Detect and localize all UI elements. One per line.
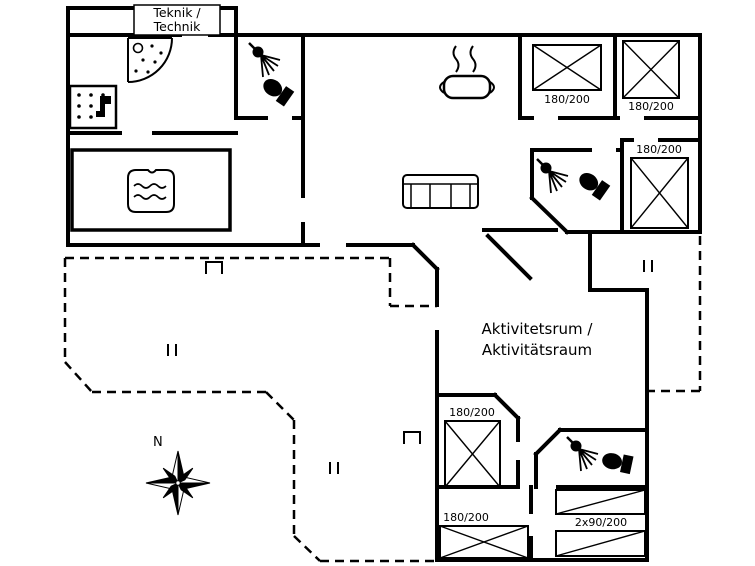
bed-size-label: 180/200 [636, 143, 682, 156]
teknik-label-line1: Teknik / [152, 5, 201, 20]
bed-size-label: 180/200 [449, 406, 495, 419]
bed-icon [622, 40, 680, 99]
shower-icon [566, 436, 599, 472]
teknik-label-line2: Technik [153, 19, 201, 34]
toilet-icon [579, 172, 611, 201]
bed-icon [555, 530, 646, 557]
stove-pot-icon [439, 45, 495, 100]
compass-rose-icon: N [145, 435, 211, 516]
terrace-outline [63, 236, 702, 563]
bed-icon [630, 157, 689, 229]
bed-size-label: 2x90/200 [575, 516, 627, 529]
bed-icon [439, 525, 529, 559]
bed-size-label: 180/200 [544, 93, 590, 106]
bed-size-label: 180/200 [443, 511, 489, 524]
activity-room-label-line2: Aktivitätsraum [482, 341, 592, 359]
spa-bath-icon [70, 148, 232, 232]
post-icon [205, 261, 223, 274]
bed-icon [555, 489, 646, 515]
sauna-icon [68, 84, 118, 130]
compass-north-label: N [153, 435, 163, 450]
activity-room-label: Aktivitetsrum / Aktivitätsraum [482, 320, 594, 359]
activity-room-label-line1: Aktivitetsrum / [482, 320, 594, 338]
bed-size-label: 180/200 [628, 100, 674, 113]
step-marks-icon [329, 462, 339, 474]
post-icon [403, 431, 421, 444]
bed-icon [444, 420, 501, 488]
step-marks-icon [167, 344, 177, 356]
toilet-icon [263, 78, 295, 107]
teknik-label-box [133, 4, 221, 36]
walls [66, 6, 702, 562]
bed-icon [532, 44, 602, 91]
shower-icon [248, 42, 281, 78]
teknik-label: Teknik / Technik [133, 4, 221, 36]
shower-icon [536, 158, 569, 194]
corner-shower-icon [127, 37, 173, 83]
step-marks-icon [643, 260, 653, 272]
sofa-icon [402, 174, 479, 209]
toilet-icon [602, 453, 634, 475]
